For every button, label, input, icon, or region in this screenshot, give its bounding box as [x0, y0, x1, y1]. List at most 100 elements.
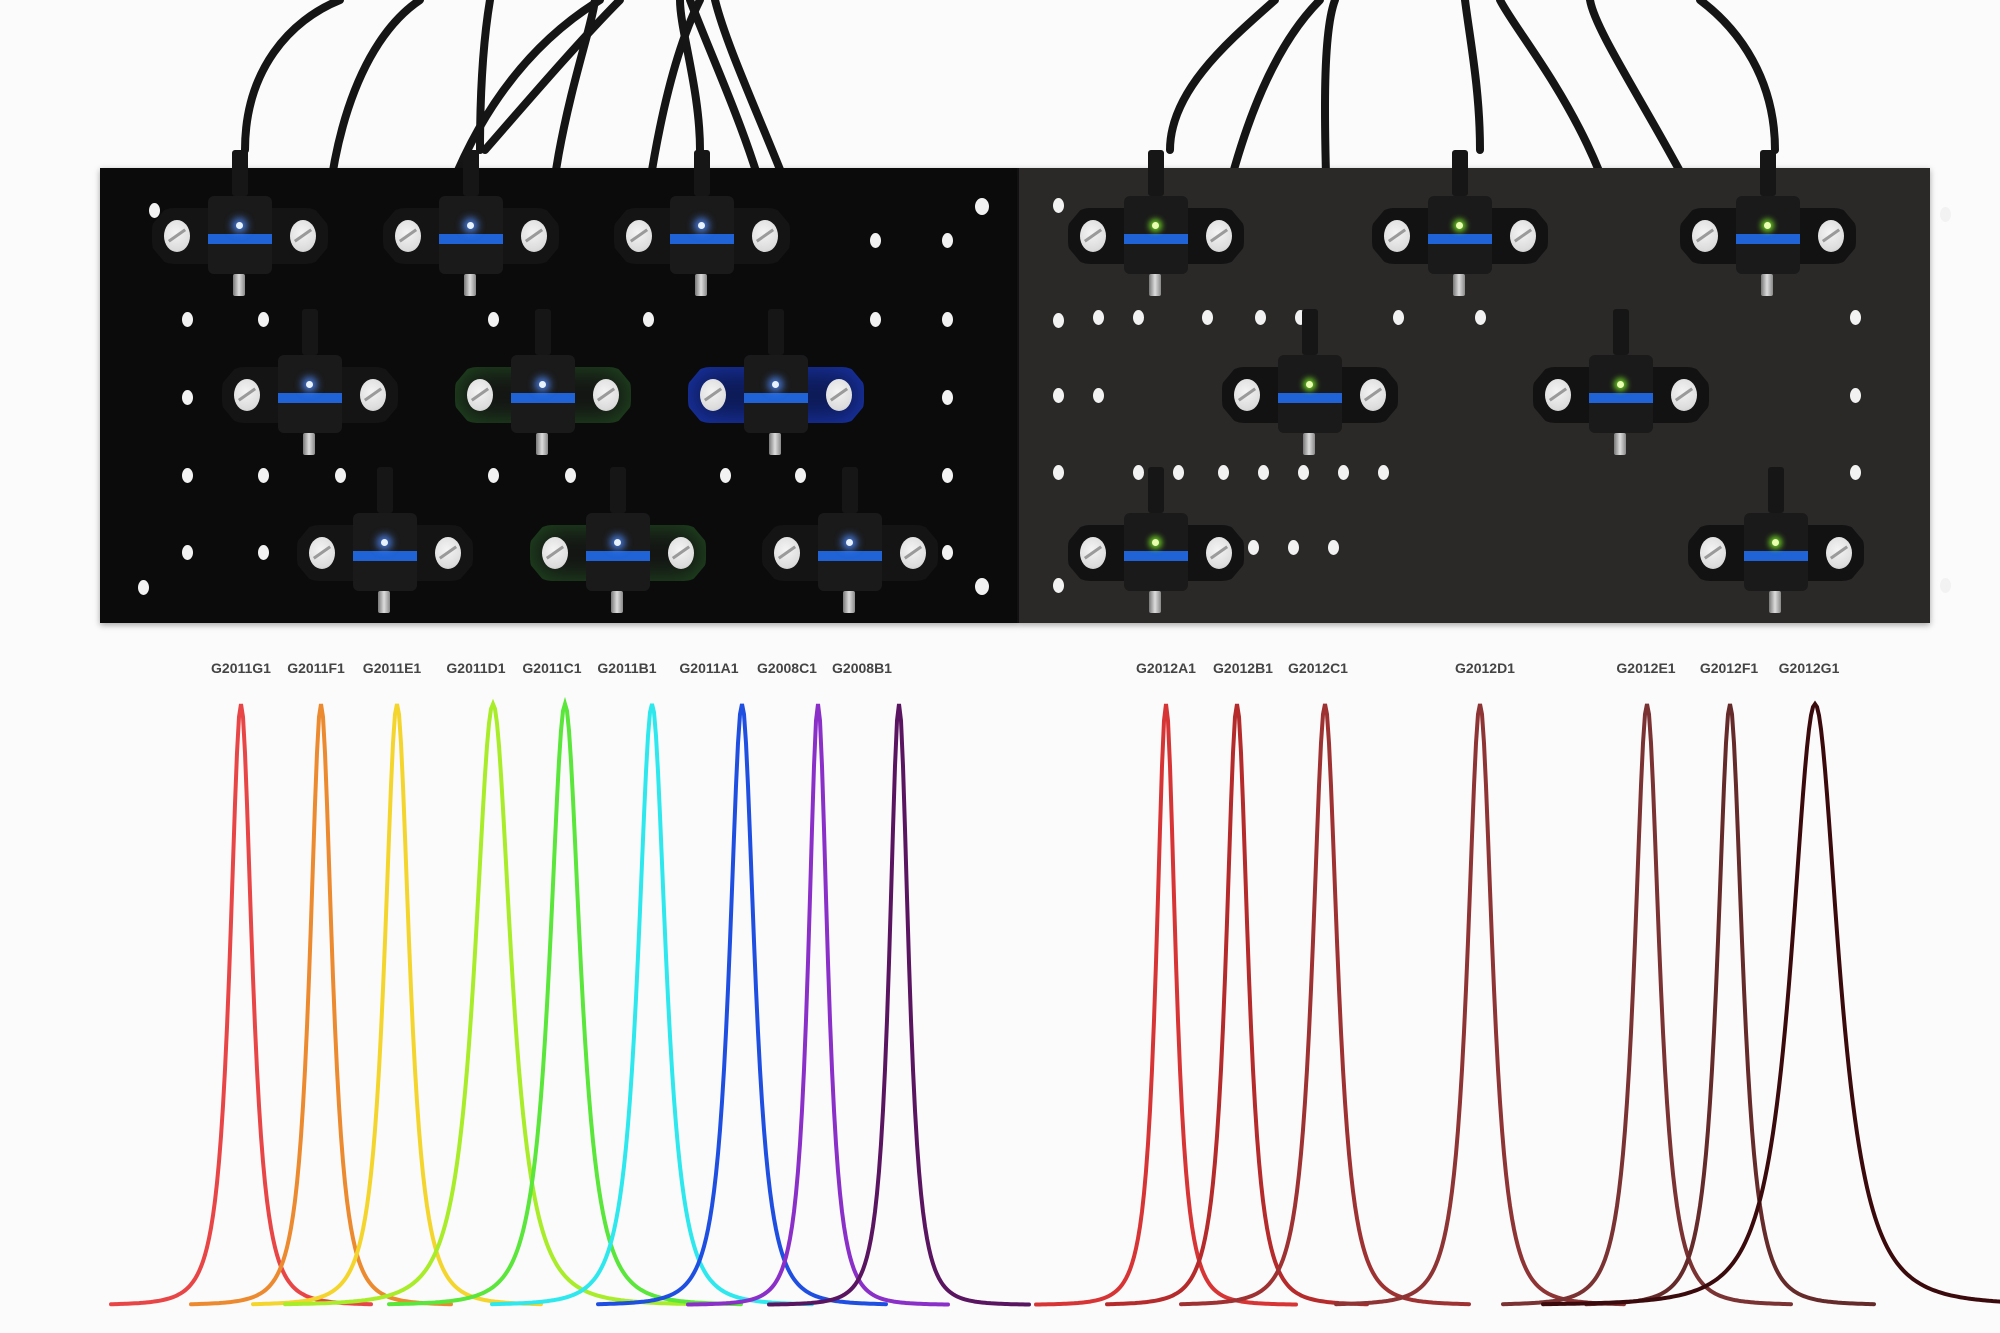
led-indicator	[846, 539, 853, 546]
mounting-hole	[1940, 207, 1951, 222]
mounting-hole	[1378, 465, 1389, 480]
led-mount	[297, 467, 473, 613]
led-mount	[688, 309, 864, 455]
mounting-hole	[565, 468, 576, 483]
led-indicator	[381, 539, 388, 546]
mounting-hole	[1248, 540, 1259, 555]
led-indicator	[1617, 381, 1624, 388]
mounting-hole	[942, 233, 953, 248]
label-g2012f1: G2012F1	[1699, 660, 1759, 676]
mounting-hole	[1093, 388, 1104, 403]
mounting-hole	[149, 203, 160, 218]
mounting-hole	[182, 390, 193, 405]
label-g2012g1: G2012G1	[1778, 660, 1840, 676]
led-indicator	[1456, 222, 1463, 229]
mounting-hole	[1133, 310, 1144, 325]
spectrum-curve-g2012c1	[1179, 703, 1471, 1307]
mounting-hole	[1053, 198, 1064, 213]
mounting-hole	[942, 312, 953, 327]
led-mount	[455, 309, 631, 455]
mounting-hole	[138, 580, 149, 595]
mounting-hole	[1218, 465, 1229, 480]
mounting-hole	[1053, 313, 1064, 328]
label-g2012c1: G2012C1	[1288, 660, 1348, 676]
label-g2012a1: G2012A1	[1136, 660, 1196, 676]
spectrum-curve-g2011e1	[251, 703, 543, 1307]
label-g2011c1: G2011C1	[522, 660, 582, 676]
mounting-hole	[1255, 310, 1266, 325]
led-mount	[614, 150, 790, 296]
led-mount	[152, 150, 328, 296]
mounting-hole	[1173, 465, 1184, 480]
mounting-hole	[258, 468, 269, 483]
mounting-hole	[643, 312, 654, 327]
led-mount	[1068, 467, 1244, 613]
mounting-hole	[975, 198, 989, 215]
mounting-hole	[975, 578, 989, 595]
mounting-hole	[870, 312, 881, 327]
mounting-hole	[182, 468, 193, 483]
led-mount	[383, 150, 559, 296]
mounting-hole	[1850, 388, 1861, 403]
label-g2008c1: G2008C1	[757, 660, 817, 676]
spectrum-curve-g2011f1	[189, 703, 453, 1307]
spectrum-curve-g2011c1	[387, 696, 743, 1307]
label-g2008b1: G2008B1	[832, 660, 892, 676]
led-indicator	[698, 222, 705, 229]
mounting-hole	[795, 468, 806, 483]
spectrum-curve-g2011b1	[490, 703, 814, 1307]
led-indicator	[1152, 539, 1159, 546]
mounting-hole	[1393, 310, 1404, 325]
spectrum-curve-g2012d1	[1334, 703, 1626, 1307]
label-g2011d1: G2011D1	[446, 660, 506, 676]
mounting-hole	[720, 468, 731, 483]
spectrum-curve-g2012g1	[1541, 700, 2000, 1307]
led-indicator	[772, 381, 779, 388]
mounting-hole	[1940, 578, 1951, 593]
led-indicator	[539, 381, 546, 388]
mounting-hole	[1288, 540, 1299, 555]
mounting-hole	[182, 545, 193, 560]
mounting-hole	[1053, 388, 1064, 403]
mounting-hole	[1053, 465, 1064, 480]
mounting-hole	[258, 545, 269, 560]
led-mount	[1068, 150, 1244, 296]
mounting-hole	[1850, 310, 1861, 325]
label-g2011b1: G2011B1	[597, 660, 657, 676]
spectrum-curve-g2012b1	[1105, 703, 1369, 1307]
mounting-hole	[488, 468, 499, 483]
mounting-hole	[1202, 310, 1213, 325]
label-g2011f1: G2011F1	[287, 660, 345, 676]
spectrum-curve-g2008b1	[767, 703, 1031, 1307]
spectrum-curve-g2011g1	[109, 703, 373, 1307]
mounting-hole	[942, 390, 953, 405]
label-g2012e1: G2012E1	[1616, 660, 1676, 676]
led-mount	[1533, 309, 1709, 455]
mounting-hole	[1093, 310, 1104, 325]
led-mount	[1372, 150, 1548, 296]
led-mount	[1680, 150, 1856, 296]
spectrum-curve-g2012a1	[1034, 703, 1298, 1307]
mounting-hole	[182, 312, 193, 327]
spectrum-curve-g2011a1	[596, 703, 888, 1307]
led-indicator	[1306, 381, 1313, 388]
mounting-hole	[1295, 310, 1306, 325]
led-indicator	[306, 381, 313, 388]
mounting-hole	[335, 468, 346, 483]
led-indicator	[236, 222, 243, 229]
led-mount	[1688, 467, 1864, 613]
mounting-hole	[1338, 465, 1349, 480]
mounting-hole	[942, 545, 953, 560]
led-indicator	[1764, 222, 1771, 229]
led-mount	[530, 467, 706, 613]
led-mount	[762, 467, 938, 613]
mounting-hole	[488, 312, 499, 327]
part-number-labels: G2011G1 G2011F1 G2011E1 G2011D1 G2011C1 …	[0, 660, 2000, 680]
mounting-hole	[1475, 310, 1486, 325]
mounting-hole	[258, 312, 269, 327]
panel-seam	[1017, 168, 1019, 623]
spectrum-curve-g2008c1	[686, 703, 950, 1307]
mounting-hole	[1133, 465, 1144, 480]
